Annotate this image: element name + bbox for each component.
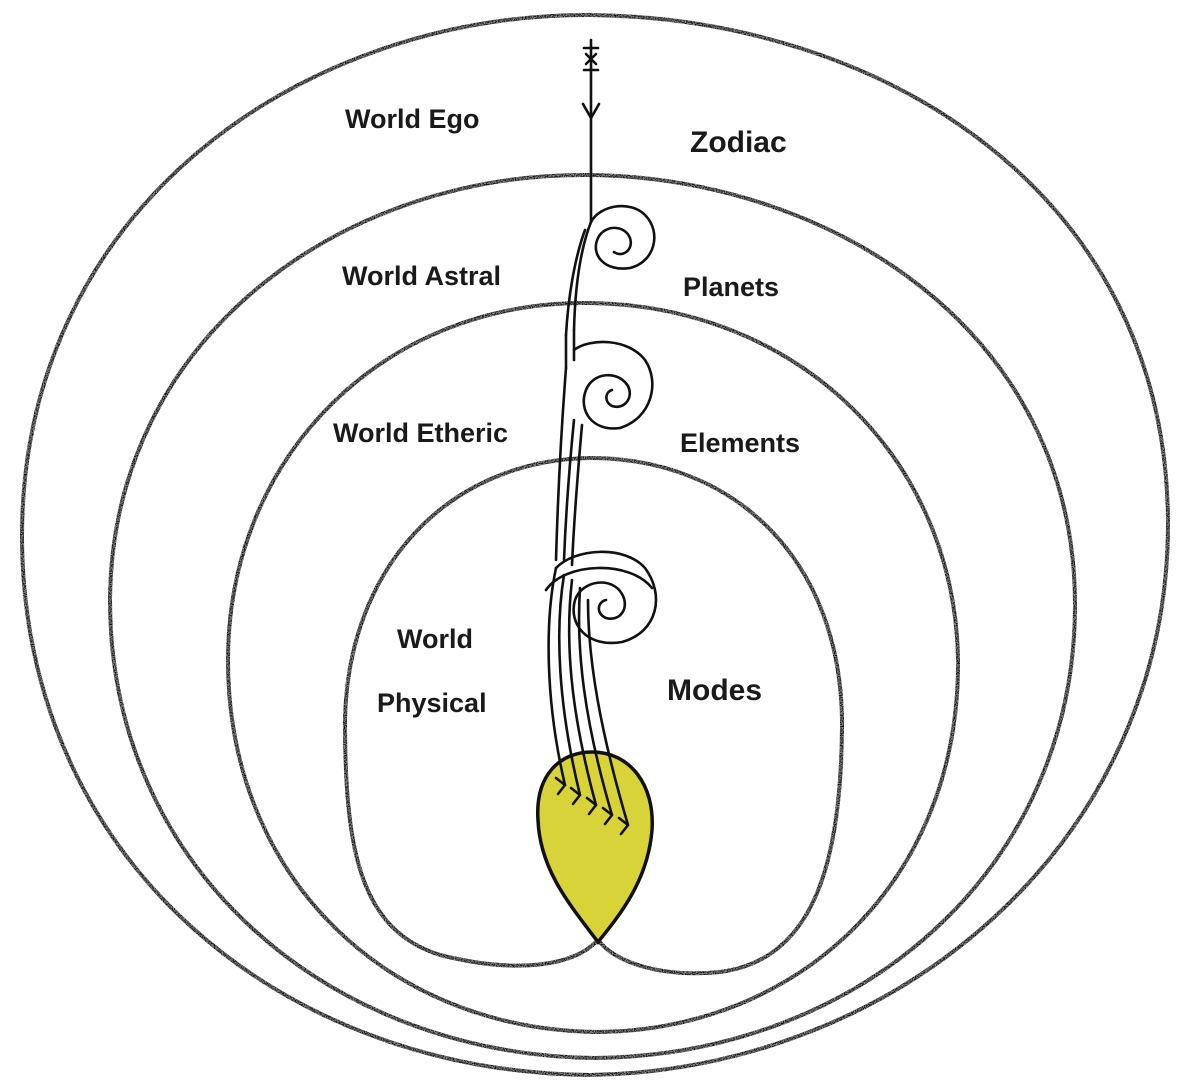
spiral-etheric	[574, 342, 652, 429]
world-physical-label-line1: World	[397, 624, 473, 654]
world-astral-label: World Astral	[342, 261, 501, 291]
elements-label: Elements	[680, 428, 800, 458]
world-ego-label: World Ego	[345, 104, 480, 134]
spiral-astral	[591, 206, 654, 269]
world-etheric-label: World Etheric	[333, 418, 508, 448]
seed-shape	[538, 752, 652, 942]
modes-label: Modes	[667, 674, 762, 707]
descending-spiral-line	[546, 40, 656, 834]
world-physical-label-line2-text: Physical	[377, 688, 487, 718]
planets-label: Planets	[683, 272, 779, 302]
zodiac-label: Zodiac	[690, 126, 787, 159]
